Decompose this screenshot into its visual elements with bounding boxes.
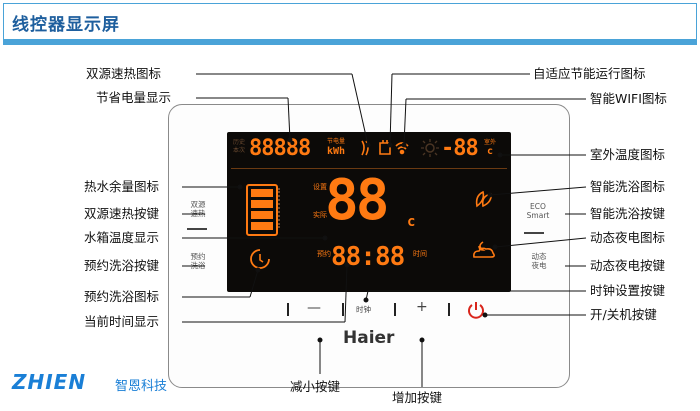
label-energy-display: 节省电量显示 <box>96 90 172 105</box>
wifi-icon <box>395 142 409 155</box>
night-label-2: 夜电 <box>531 261 547 270</box>
header-title: 线控器显示屏 <box>12 15 120 35</box>
top-icons-group <box>361 140 409 156</box>
dual-fast-button-mark <box>187 228 207 230</box>
display-screen: 历史 本次 88888 节电量 kWh -88 室外 c 设置 实际 88 c <box>227 132 511 292</box>
label-clock-button: 时钟设置按键 <box>590 283 666 298</box>
power-icon[interactable] <box>466 300 486 320</box>
dual-fast-label-2: 速热 <box>190 209 206 218</box>
button-separator <box>287 303 289 316</box>
eco-label-2: Smart <box>526 211 550 220</box>
label-smart-bath-button: 智能洗浴按键 <box>590 206 666 221</box>
reserve-label-1: 预约 <box>190 252 206 261</box>
sun-icon <box>421 139 439 157</box>
label-outdoor-temp-icon: 室外温度图标 <box>590 147 666 162</box>
energy-unit: kWh <box>327 146 346 157</box>
label-power-button: 开/关机按键 <box>590 307 657 322</box>
hot-water-level-icon <box>246 184 278 236</box>
current-tag: 本次 <box>233 147 246 154</box>
real-tag: 实际 <box>313 211 327 219</box>
decrease-button[interactable]: — <box>307 300 321 316</box>
tank-temp-unit: c <box>407 214 416 230</box>
increase-button[interactable]: + <box>416 299 428 315</box>
label-decrease-button: 减小按键 <box>290 379 341 394</box>
label-hot-water-icon: 热水余量图标 <box>84 179 160 194</box>
reserve-bath-icon <box>250 249 270 269</box>
label-dual-fast-button: 双源速热按键 <box>84 206 160 221</box>
current-time-digits: 88:88 <box>331 242 405 272</box>
dual-fast-heat-button[interactable]: 双源 速热 <box>183 200 213 218</box>
energy-digits: 88888 <box>249 136 311 161</box>
time-tag-left: 预约 <box>317 250 331 258</box>
dual-fast-label-1: 双源 <box>190 200 206 209</box>
smart-bath-icon <box>475 190 492 208</box>
label-adaptive-icon: 自适应节能运行图标 <box>533 66 646 81</box>
button-separator <box>342 303 344 316</box>
eco-label-1: ECO <box>530 202 546 211</box>
clock-button[interactable]: 时钟 <box>356 305 371 314</box>
button-separator <box>448 303 450 316</box>
tank-temp-digits: 88 <box>325 168 389 233</box>
watermark-logo-en: ZHIEN <box>12 370 87 394</box>
label-night-power-icon: 动态夜电图标 <box>590 230 666 245</box>
night-power-button[interactable]: 动态 夜电 <box>524 252 554 270</box>
outdoor-tag: 室外 <box>484 139 497 146</box>
night-label-1: 动态 <box>531 252 547 261</box>
screen-divider <box>231 168 507 169</box>
energy-tag: 节电量 <box>327 138 346 145</box>
label-night-power-button: 动态夜电按键 <box>590 258 666 273</box>
level-scale <box>278 188 283 228</box>
watermark-logo-cn: 智恩科技 <box>115 379 168 394</box>
adaptive-energy-icon <box>379 140 391 155</box>
outdoor-unit: c <box>487 146 494 157</box>
label-reserve-icon: 预约洗浴图标 <box>84 289 160 304</box>
reserve-bath-button[interactable]: 预约 洗浴 <box>183 252 213 270</box>
smart-bath-button[interactable]: ECO Smart <box>520 202 556 220</box>
outdoor-temp-digits: -88 <box>441 136 479 161</box>
history-tag: 历史 <box>233 139 246 146</box>
night-power-icon <box>473 241 495 258</box>
section-header: 线控器显示屏 <box>3 3 697 45</box>
time-tag-right: 时间 <box>413 250 427 258</box>
header-underline <box>4 39 696 45</box>
label-tank-temp: 水箱温度显示 <box>84 230 160 245</box>
set-tag: 设置 <box>313 183 327 191</box>
label-smart-bath-icon: 智能洗浴图标 <box>590 179 666 194</box>
label-dual-fast-icon: 双源速热图标 <box>86 66 162 81</box>
label-wifi-icon: 智能WIFI图标 <box>590 91 667 106</box>
label-time-display: 当前时间显示 <box>84 314 160 329</box>
dual-fast-heat-icon <box>361 140 369 156</box>
smart-bath-button-mark <box>524 232 544 234</box>
label-increase-button: 增加按键 <box>392 390 443 405</box>
brand-logo: Haier <box>343 328 395 348</box>
label-reserve-button: 预约洗浴按键 <box>84 258 160 273</box>
reserve-label-2: 洗浴 <box>190 261 206 270</box>
button-separator <box>394 303 396 316</box>
